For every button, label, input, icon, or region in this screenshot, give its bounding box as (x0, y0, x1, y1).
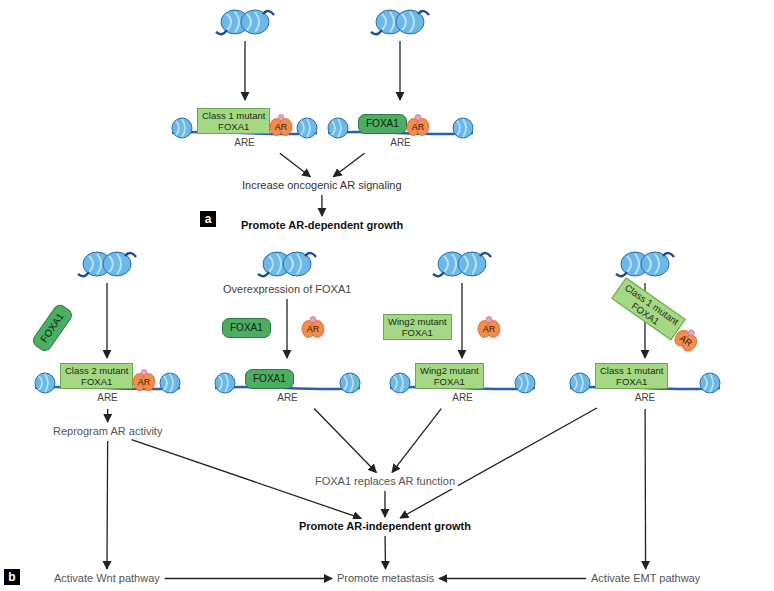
process-text: Activate EMT pathway (588, 571, 703, 586)
mutant-foxa1-box: Class 1 mutantFOXA1 (611, 277, 686, 340)
process-text: Activate Wnt pathway (51, 571, 163, 586)
node-text: FOXA1 (65, 376, 128, 387)
flow-arrow (384, 536, 386, 569)
mutant-foxa1-box: Wing2 mutantFOXA1 (415, 363, 484, 389)
node-text: AR (131, 369, 157, 395)
ar-dimer: AR (268, 114, 294, 136)
foxa1-box: FOXA1 (222, 318, 271, 338)
node-text: FOXA1 (600, 376, 663, 387)
mutant-foxa1-box: Class 1 mutantFOXA1 (197, 108, 270, 134)
flow-arrow (165, 578, 332, 579)
annotation-text: Overexpression of FOXA1 (220, 283, 354, 296)
ar-dimer: AR (131, 369, 157, 391)
site-label: ARE (215, 392, 360, 404)
dna-complex: ARE Class 1 mutantFOXA1 (570, 355, 720, 407)
foxa1-box: FOXA1 (245, 369, 294, 389)
ar-dimer: AR (300, 316, 326, 338)
node-text: AR (300, 316, 326, 342)
ar-dimer: AR (405, 114, 431, 136)
node-text: Increase oncogenic AR signaling (242, 179, 402, 192)
node-text: FOXA1 (388, 327, 447, 338)
node-text: Reprogram AR activity (53, 425, 162, 438)
node-text: AR (476, 316, 502, 342)
node-text: Promote metastasis (337, 572, 434, 585)
flow-arrow (644, 409, 646, 569)
node-text: Activate Wnt pathway (54, 572, 160, 585)
dna-complex: ARE Wing2 mutantFOXA1 (390, 355, 535, 407)
node-text: AR (405, 114, 431, 140)
node-text: Wing2 mutant (388, 316, 447, 327)
site-label: ARE (390, 392, 535, 404)
node-text: FOXA1 (253, 373, 286, 385)
dna-strands (35, 132, 720, 389)
foxa1-box: FOXA1 (30, 302, 74, 353)
node-text: AR (268, 114, 294, 140)
flow-arrow (384, 491, 385, 517)
process-text: Promote metastasis (334, 571, 437, 586)
node-text: Class 2 mutant (65, 365, 128, 376)
node-text: Promote AR-independent growth (299, 520, 471, 533)
flow-arrow (321, 195, 322, 216)
process-text: Reprogram AR activity (50, 424, 165, 439)
node-text: FOXA1 replaces AR function (315, 475, 455, 488)
node-text: FOXA1 (202, 121, 265, 132)
flow-arrow (280, 153, 311, 177)
node-text: Promote AR-dependent growth (241, 219, 403, 232)
node-text: Activate EMT pathway (591, 572, 700, 585)
panel-label: a (200, 211, 216, 227)
outcome-text: Promote AR-dependent growth (238, 218, 406, 233)
mutant-foxa1-box: Wing2 mutantFOXA1 (383, 314, 452, 340)
site-label: ARE (328, 137, 473, 149)
node-text: FOXA1 (230, 322, 263, 334)
site-label: ARE (35, 392, 180, 404)
dna-complex: ARE Class 2 mutantFOXA1AR (35, 355, 180, 407)
node-text: Wing2 mutant (420, 365, 479, 376)
flow-arrow (400, 408, 597, 518)
flow-arrow (107, 409, 108, 422)
chromatin-icons (78, 10, 674, 276)
ar-dimer: AR (476, 316, 502, 338)
flow-arrow (392, 409, 441, 473)
dna-complex: ARE FOXA1 (215, 355, 360, 407)
flow-arrow (106, 441, 108, 569)
dna-complex: ARE FOXA1 AR (328, 100, 473, 152)
foxa1-box: FOXA1 (358, 114, 407, 134)
outcome-text: Promote AR-independent growth (296, 519, 474, 534)
flow-arrow (439, 578, 586, 579)
flow-arrow (314, 408, 376, 472)
dna-complex: ARE Class 1 mutantFOXA1AR (172, 100, 317, 152)
mutant-foxa1-box: Class 1 mutantFOXA1 (595, 363, 668, 389)
process-text: FOXA1 replaces AR function (312, 474, 458, 489)
process-text: Increase oncogenic AR signaling (239, 178, 405, 193)
recruitment-arrows (107, 41, 645, 358)
node-text: FOXA1 (366, 118, 399, 130)
node-text: Class 1 mutant (600, 365, 663, 376)
site-label: ARE (570, 392, 720, 404)
site-label: ARE (172, 137, 317, 149)
mutant-foxa1-box: Class 2 mutantFOXA1 (60, 363, 133, 389)
node-text: FOXA1 (38, 311, 67, 345)
nucleosomes (35, 118, 720, 393)
node-text: Class 1 mutant (202, 110, 265, 121)
node-text: FOXA1 (420, 376, 479, 387)
flow-arrow (333, 153, 364, 177)
panel-label: b (4, 569, 20, 585)
